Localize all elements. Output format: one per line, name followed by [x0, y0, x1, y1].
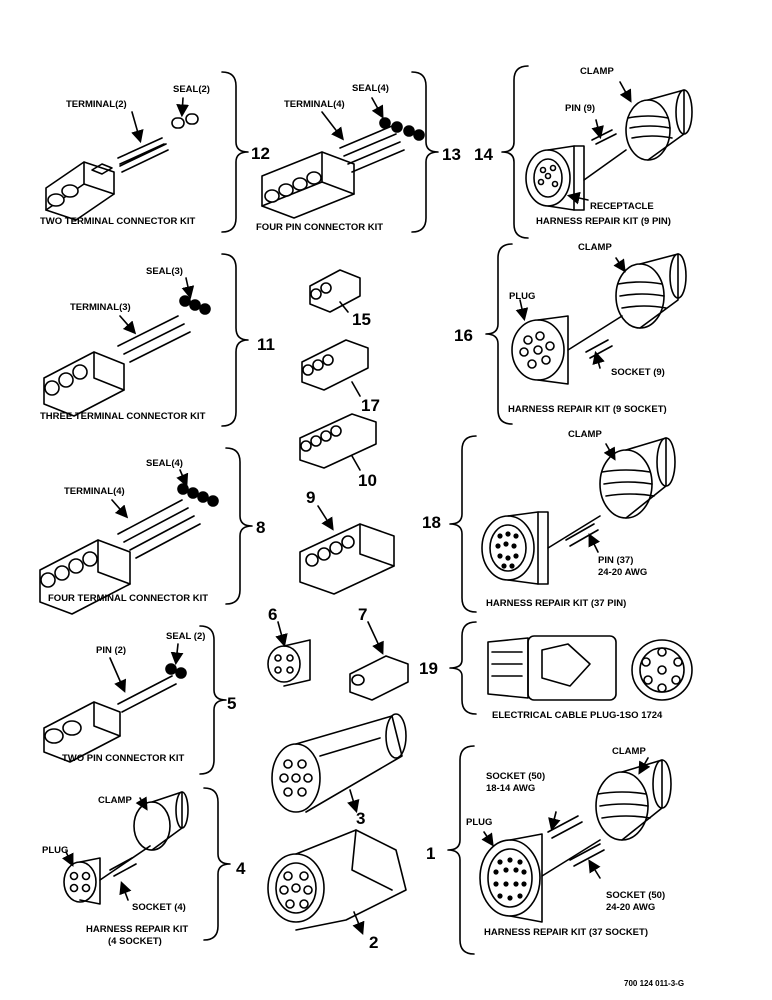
kit-19-index: 19 — [419, 659, 438, 678]
brace-16 — [485, 243, 513, 425]
kit-19-caption: ELECTRICAL CABLE PLUG-1SO 1724 — [492, 710, 663, 721]
connector-9-drawing — [299, 505, 395, 595]
kit-18-clamp-label: CLAMP — [568, 429, 602, 440]
kit-5-caption: TWO PIN CONNECTOR KIT — [62, 753, 185, 764]
two-terminal-connector-drawing — [45, 97, 199, 221]
kit-4-index: 4 — [236, 859, 246, 878]
brace-14 — [501, 65, 529, 239]
kit-14-caption: HARNESS REPAIR KIT (9 PIN) — [536, 216, 671, 227]
kit-5-index: 5 — [227, 694, 237, 713]
connector-7-drawing — [349, 621, 409, 701]
kit-8-seal-label: SEAL(4) — [146, 458, 183, 469]
kit-16-clamp-label: CLAMP — [578, 242, 612, 253]
kit-1-plug-label: PLUG — [466, 817, 493, 828]
plug-3-drawing — [271, 713, 407, 814]
kit-12-terminal-label: TERMINAL(2) — [66, 99, 127, 110]
kit-8-terminal-label: TERMINAL(4) — [64, 486, 125, 497]
kit-1-index: 1 — [426, 844, 436, 863]
nine-pin-receptacle-drawing — [525, 81, 693, 211]
kit-12-seal-label: SEAL(2) — [173, 84, 210, 95]
kit-16-index: 16 — [454, 326, 473, 345]
brace-8 — [225, 447, 253, 605]
part-17-index: 17 — [361, 396, 380, 415]
kit-16-caption: HARNESS REPAIR KIT (9 SOCKET) — [508, 404, 667, 415]
kit-14-clamp-label: CLAMP — [580, 66, 614, 77]
kit-11-seal-label: SEAL(3) — [146, 266, 183, 277]
four-terminal-connector-drawing — [39, 469, 219, 615]
kit-11-terminal-label: TERMINAL(3) — [70, 302, 131, 313]
connector-17-drawing — [301, 339, 369, 397]
connector-10-drawing — [299, 413, 377, 471]
two-pin-connector-drawing — [43, 643, 187, 763]
kit-4-socket-label: SOCKET (4) — [132, 902, 186, 913]
kit-16-socket-label: SOCKET (9) — [611, 367, 665, 378]
kit-1-clamp-label: CLAMP — [612, 746, 646, 757]
four-socket-plug-drawing — [61, 791, 189, 905]
iso-1724-plug-drawing — [487, 635, 693, 701]
brace-18 — [449, 435, 477, 613]
three-terminal-connector-drawing — [43, 277, 211, 417]
thirty-seven-pin-receptacle-drawing — [481, 437, 676, 585]
part-15-index: 15 — [352, 310, 371, 329]
kit-1-caption: HARNESS REPAIR KIT (37 SOCKET) — [484, 927, 648, 938]
kit-4-caption: HARNESS REPAIR KIT — [86, 924, 189, 935]
nine-socket-plug-drawing — [511, 253, 687, 385]
kit-13-index: 13 — [442, 145, 461, 164]
kit-11-index: 11 — [257, 335, 275, 354]
part-3-index: 3 — [356, 809, 366, 828]
thirty-seven-socket-plug-drawing — [479, 757, 672, 923]
kit-4-caption-sub: (4 SOCKET) — [108, 936, 162, 947]
brace-5 — [199, 625, 227, 775]
brace-12 — [221, 71, 249, 233]
four-pin-connector-drawing — [261, 97, 425, 219]
kit-14-receptacle-label: RECEPTACLE — [590, 201, 654, 212]
connector-6-drawing — [267, 621, 311, 687]
kit-1-socket-large-label: SOCKET (50) — [486, 771, 546, 782]
kit-13-caption: FOUR PIN CONNECTOR KIT — [256, 222, 384, 233]
part-7-index: 7 — [358, 605, 368, 624]
brace-19 — [449, 621, 477, 715]
kit-12-caption: TWO TERMINAL CONNECTOR KIT — [40, 216, 196, 227]
connector-15-drawing — [309, 269, 361, 313]
part-9-index: 9 — [306, 488, 316, 507]
kit-1-socket-large-gauge: 18-14 AWG — [486, 783, 536, 794]
kit-18-pin-label: PIN (37) — [598, 555, 634, 566]
kit-11-caption: THREE TERMINAL CONNECTOR KIT — [40, 411, 206, 422]
kit-5-seal-label: SEAL (2) — [166, 631, 206, 642]
kit-16-plug-label: PLUG — [509, 291, 536, 302]
brace-13 — [411, 71, 439, 233]
part-10-index: 10 — [358, 471, 377, 490]
kit-14-index: 14 — [474, 145, 493, 164]
brace-4 — [203, 787, 231, 941]
kit-18-index: 18 — [422, 513, 441, 532]
kit-8-caption: FOUR TERMINAL CONNECTOR KIT — [48, 593, 209, 604]
brace-1 — [447, 745, 475, 955]
kit-18-caption: HARNESS REPAIR KIT (37 PIN) — [486, 598, 627, 609]
kit-13-terminal-label: TERMINAL(4) — [284, 99, 345, 110]
kit-1-socket-small-label: SOCKET (50) — [606, 890, 666, 901]
kit-18-pin-gauge-label: 24-20 AWG — [598, 567, 648, 578]
kit-12-index: 12 — [251, 144, 270, 163]
kit-4-clamp-label: CLAMP — [98, 795, 132, 806]
part-2-index: 2 — [369, 933, 379, 952]
kit-8-index: 8 — [256, 518, 266, 537]
kit-4-plug-label: PLUG — [42, 845, 69, 856]
kit-14-pin-label: PIN (9) — [565, 103, 596, 114]
kit-1-socket-small-gauge: 24-20 AWG — [606, 902, 656, 913]
kit-13-seal-label: SEAL(4) — [352, 83, 389, 94]
part-6-index: 6 — [268, 605, 278, 624]
kit-5-pin-label: PIN (2) — [96, 645, 127, 656]
drawing-number: 700 124 011-3-G — [624, 979, 685, 988]
brace-11 — [221, 253, 249, 427]
socket-2-drawing — [267, 829, 407, 935]
